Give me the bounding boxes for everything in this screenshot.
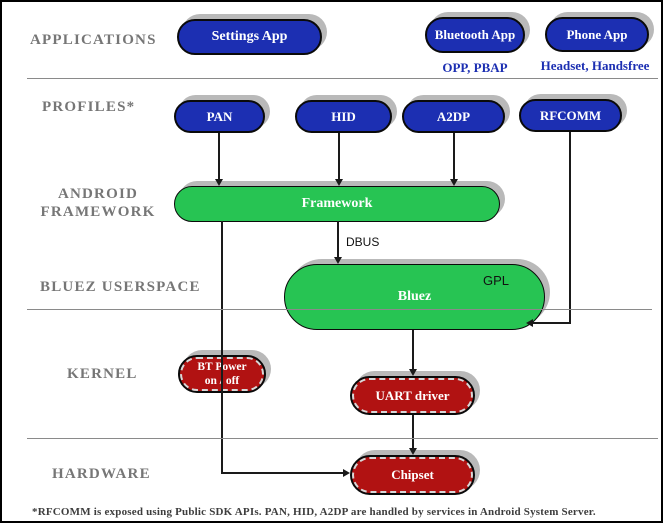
- uart-driver-node: UART driver: [350, 376, 475, 415]
- pan-label: PAN: [206, 108, 233, 124]
- uart-driver-label: UART driver: [375, 387, 450, 403]
- section-label-hardware: HARDWARE: [52, 466, 151, 482]
- section-label-profiles: PROFILES*: [42, 99, 136, 115]
- section-label-bluez-userspace: BLUEZ USERSPACE: [40, 279, 201, 295]
- line-framework-through-btpower: [221, 221, 223, 474]
- footnote: *RFCOMM is exposed using Public SDK APIs…: [32, 506, 596, 518]
- separator-applications: [27, 78, 658, 79]
- rfcomm-node: RFCOMM: [519, 99, 622, 132]
- framework-node: Framework: [174, 186, 500, 222]
- line-bluez-to-uart: [412, 330, 414, 370]
- bluez-node: Bluez GPL: [284, 264, 545, 330]
- dbus-label: DBUS: [346, 235, 380, 249]
- arrowhead-hid-to-framework: [335, 179, 343, 186]
- phone-app-label: Phone App: [566, 26, 628, 42]
- arrowhead-btpower-to-chipset: [343, 469, 350, 477]
- a2dp-label: A2DP: [436, 108, 471, 124]
- separator-bluez: [27, 309, 652, 310]
- hid-node: HID: [295, 100, 392, 133]
- phone-app-caption: Headset, Handsfree: [540, 58, 650, 73]
- settings-app-label: Settings App: [211, 29, 288, 44]
- line-rfcomm-to-bluez: [533, 322, 571, 324]
- chipset-node: Chipset: [350, 455, 475, 495]
- arrowhead-bluez-to-uart: [409, 369, 417, 376]
- line-btpower-to-chipset: [221, 472, 343, 474]
- settings-app-node: Settings App: [177, 19, 322, 55]
- section-label-kernel: KERNEL: [67, 366, 138, 382]
- a2dp-node: A2DP: [402, 100, 505, 133]
- line-rfcomm-down: [569, 132, 571, 324]
- arrowhead-pan-to-framework: [215, 179, 223, 186]
- rfcomm-label: RFCOMM: [539, 107, 602, 123]
- separator-kernel: [27, 438, 658, 439]
- gpl-license-label: GPL: [482, 273, 509, 288]
- chipset-label: Chipset: [391, 467, 434, 482]
- line-uart-to-chipset: [412, 415, 414, 449]
- arrowhead-rfcomm-to-bluez: [526, 319, 533, 327]
- line-pan-to-framework: [218, 133, 220, 179]
- line-framework-to-bluez: [337, 221, 339, 258]
- section-label-android-framework: ANDROID FRAMEWORK: [40, 186, 156, 220]
- arrowhead-uart-to-chipset: [409, 448, 417, 455]
- section-label-applications: APPLICATIONS: [30, 32, 157, 48]
- bluez-label: Bluez: [397, 289, 432, 304]
- arrowhead-a2dp-to-framework: [450, 179, 458, 186]
- bluetooth-app-caption: OPP, PBAP: [442, 60, 508, 75]
- pan-node: PAN: [174, 100, 265, 133]
- hid-label: HID: [331, 108, 356, 124]
- bluetooth-app-node: Bluetooth App: [425, 17, 525, 53]
- bluetooth-app-label: Bluetooth App: [434, 27, 516, 42]
- line-a2dp-to-framework: [453, 133, 455, 179]
- line-hid-to-framework: [338, 133, 340, 179]
- arrowhead-framework-to-bluez: [334, 257, 342, 264]
- phone-app-node: Phone App: [545, 17, 649, 52]
- framework-label: Framework: [301, 196, 373, 211]
